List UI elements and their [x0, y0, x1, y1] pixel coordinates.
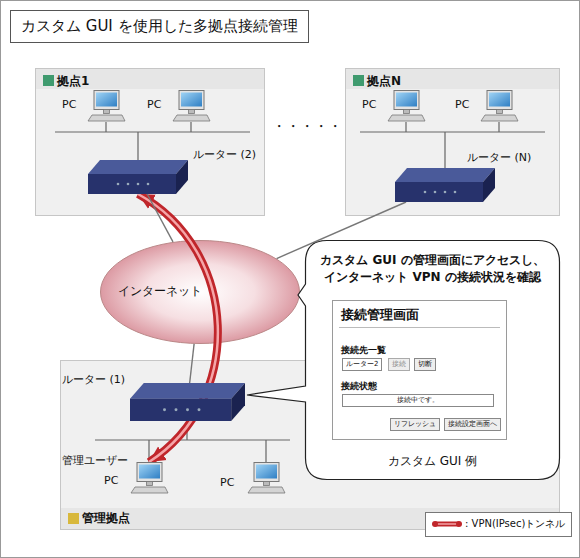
router-shape: [88, 160, 188, 194]
site-marker: [353, 75, 364, 86]
pc-label: PC: [362, 98, 376, 112]
node-text: ルーター (2): [193, 148, 256, 162]
site-marker: [43, 75, 54, 86]
screen-rule: [339, 327, 500, 328]
pc-node: 管理ユーザーPC: [128, 462, 170, 494]
node-text: 接続状態: [341, 381, 377, 392]
site-region: 拠点N ルーター (N): [345, 68, 560, 216]
node-text: カスタム GUI の管理画面にアクセスし、インターネット VPN の接続状況を確…: [315, 252, 550, 286]
pc-label: PC: [220, 476, 234, 490]
pc-shape: [131, 463, 168, 494]
pc-label: PC: [147, 98, 161, 112]
internet-cloud: インターネット: [100, 240, 300, 344]
node-text: カスタム GUI 例: [305, 454, 560, 469]
tube-end: [456, 521, 462, 527]
router-node: ルーター (1): [130, 383, 245, 421]
router-icon: [88, 160, 188, 194]
cloud-ellipse: [101, 241, 300, 344]
gui-control: リフレッシュ: [390, 418, 440, 431]
router-node: ルーター (2): [88, 160, 188, 194]
region-box: [61, 361, 560, 530]
router-shape: [130, 383, 245, 421]
title-box: カスタム GUI を使用した多拠点接続管理: [10, 10, 309, 43]
gui-control: 切断: [414, 358, 436, 371]
region-band: [346, 69, 559, 89]
node-text: インターネット: [118, 284, 202, 299]
router-node: ルーター (N): [395, 168, 495, 202]
title: カスタム GUI を使用した多拠点接続管理: [21, 17, 298, 36]
gui-control: 接続中です。: [342, 394, 494, 407]
region-box: [36, 69, 265, 216]
node-text: 拠点N: [367, 74, 401, 89]
router-icon: [130, 383, 245, 421]
region-band: [36, 69, 264, 89]
node-text: ルーター (1): [62, 373, 125, 387]
site-region: 拠点1 ルーター (2): [35, 68, 265, 216]
legend-text: : VPN(IPsec)トンネル: [465, 518, 565, 531]
ellipsis-mark: ・・・・・: [272, 118, 342, 136]
node-text: 接続先一覧: [341, 345, 386, 356]
node-text: ルーター (N): [467, 151, 531, 165]
node-text: 管理ユーザー: [62, 454, 128, 467]
pc-label: PC: [62, 98, 76, 112]
pc-icon: [128, 462, 170, 494]
router-icon: [395, 168, 495, 202]
gui-control: ルーター2: [342, 358, 382, 371]
node-text: PC: [104, 474, 118, 488]
tube-end: [432, 521, 438, 527]
tube-inner: [435, 524, 459, 526]
gui-control: 接続設定画面へ: [444, 418, 501, 431]
node-text: 接続管理画面: [341, 307, 419, 323]
legend-box: : VPN(IPsec)トンネル: [425, 512, 572, 537]
node-text: 拠点1: [57, 74, 89, 89]
pc-label: PC: [455, 98, 469, 112]
node-text: 管理拠点: [82, 511, 130, 526]
gui-control: 接続: [388, 358, 410, 371]
site-marker: [68, 513, 79, 524]
router-shape: [395, 168, 495, 202]
legend-sample: [432, 519, 462, 529]
tube-outer: [435, 522, 459, 527]
region-box: [346, 69, 560, 216]
